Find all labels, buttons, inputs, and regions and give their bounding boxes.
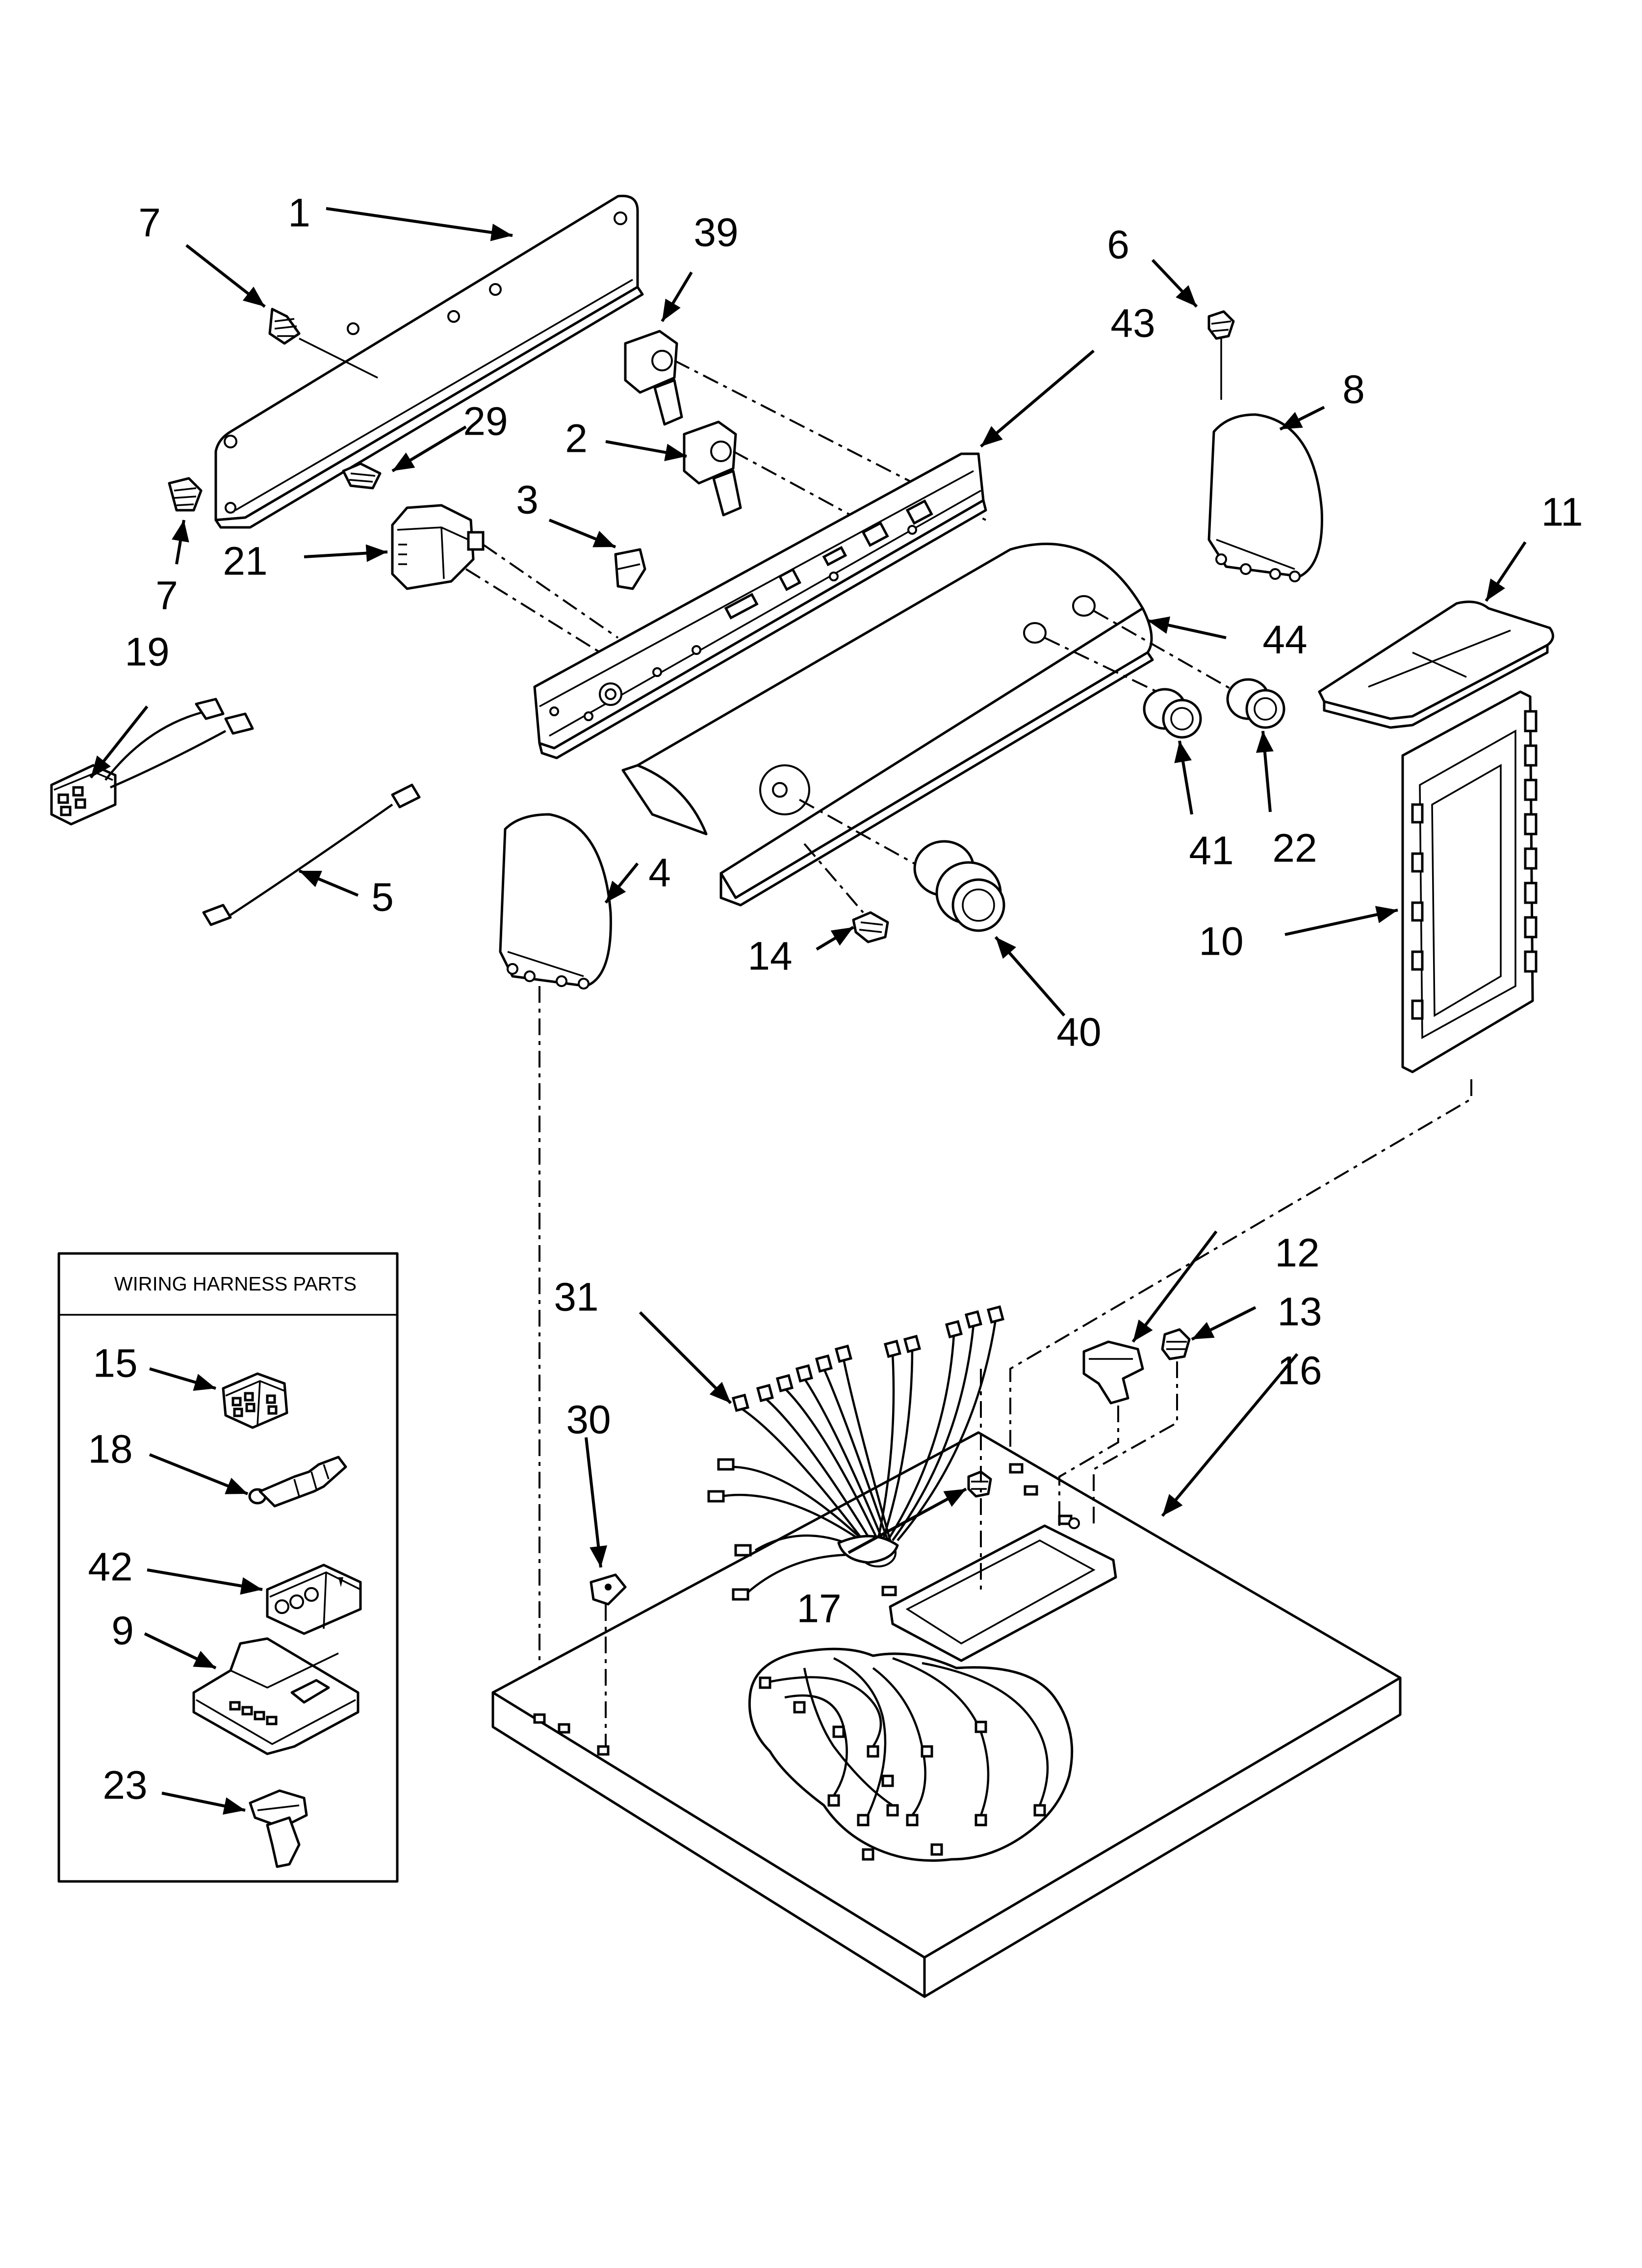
- callout-16: 16: [1277, 1349, 1322, 1393]
- callout-22: 22: [1272, 826, 1317, 871]
- console-strip: [533, 452, 987, 759]
- lint-screen-cover: [1318, 600, 1554, 729]
- screw-13: [1093, 1328, 1191, 1526]
- screw-29: [342, 462, 382, 490]
- callout-44: 44: [1262, 618, 1307, 662]
- callout-18: 18: [88, 1427, 132, 1472]
- callout-31: 31: [554, 1275, 598, 1320]
- callout-11: 11: [1541, 490, 1583, 535]
- callout-29: 29: [463, 399, 508, 444]
- callout-17: 17: [796, 1587, 841, 1631]
- wire-5: [202, 783, 421, 926]
- callout-5: 5: [371, 875, 394, 920]
- screw-14: [852, 911, 889, 943]
- connector-15: [222, 1372, 288, 1429]
- callout-8: 8: [1342, 367, 1365, 412]
- callout-30: 30: [566, 1398, 611, 1442]
- harness-19: [50, 698, 254, 826]
- dryer-top: [491, 1431, 1402, 1998]
- left-end-cap: [499, 813, 612, 1727]
- callout-43: 43: [1110, 301, 1155, 346]
- timer-switch: [391, 504, 619, 658]
- callout-13: 13: [1277, 1290, 1322, 1334]
- callout-7-lower: 7: [155, 574, 178, 618]
- block-connector-9: [192, 1637, 359, 1755]
- knob-41: [1143, 688, 1202, 739]
- callout-2: 2: [565, 417, 588, 461]
- callout-6: 6: [1107, 223, 1129, 267]
- callout-40: 40: [1056, 1010, 1101, 1055]
- screw-6: [1207, 310, 1235, 400]
- callout-1: 1: [288, 191, 310, 235]
- screw-upper: [268, 308, 378, 379]
- callout-19: 19: [125, 630, 169, 675]
- clip-23: [249, 1789, 308, 1868]
- harness-31: [707, 1305, 1004, 1601]
- callout-4: 4: [648, 851, 671, 895]
- callout-14: 14: [747, 934, 792, 979]
- rear-panel-plate: [214, 194, 644, 529]
- leader-arrows: [89, 207, 1527, 1815]
- callout-12: 12: [1275, 1231, 1319, 1276]
- screw-17: [967, 1470, 992, 1498]
- switch-39: [624, 330, 986, 521]
- screw-lower: [168, 477, 203, 512]
- right-end-cap: [1207, 413, 1323, 582]
- clip-30: [590, 1573, 627, 1747]
- callout-39: 39: [693, 210, 738, 255]
- callout-41: 41: [1189, 829, 1233, 873]
- callout-7-upper: 7: [138, 201, 161, 245]
- harness-31-terminals: [707, 1305, 1004, 1601]
- callout-10: 10: [1199, 919, 1243, 964]
- callout-21: 21: [223, 539, 267, 584]
- small-bracket: [614, 548, 646, 590]
- callout-23: 23: [103, 1763, 147, 1808]
- wiring-harness-inset: WIRING HARNESS PARTS: [57, 1252, 399, 1883]
- knob-22: [1226, 678, 1285, 729]
- callout-3: 3: [516, 478, 539, 522]
- housing-42: [266, 1564, 362, 1635]
- callout-labels: 1 7 39 6 43 8 29 2 3 11 21 7 44 19 41 22…: [88, 191, 1583, 1808]
- callout-42: 42: [88, 1545, 132, 1590]
- callout-9: 9: [111, 1609, 134, 1653]
- frame-tabs: [1411, 710, 1538, 1020]
- switch-2: [683, 420, 878, 531]
- console-panel: [621, 543, 1236, 913]
- inset-title: WIRING HARNESS PARTS: [114, 1274, 357, 1295]
- callout-15: 15: [93, 1341, 137, 1386]
- terminal-18: [248, 1456, 347, 1508]
- lint-screen-frame: [1009, 690, 1538, 1580]
- knob-40: [913, 840, 1005, 932]
- bracket-12: [1058, 1340, 1144, 1526]
